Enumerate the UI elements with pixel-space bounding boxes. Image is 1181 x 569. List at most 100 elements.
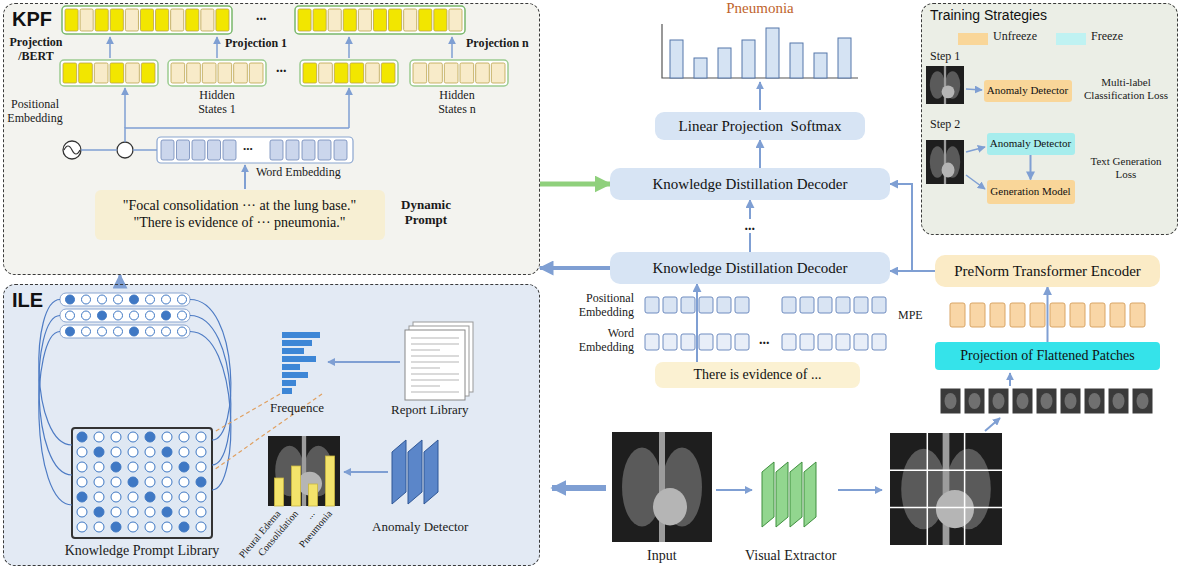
prompt-token bbox=[82, 311, 91, 320]
arrow-line bbox=[328, 361, 400, 363]
vector-outline bbox=[60, 60, 158, 86]
heart-shape bbox=[942, 162, 955, 177]
patch-grid bbox=[964, 433, 966, 545]
embedding-label: Positional Embedding bbox=[2, 98, 68, 126]
patch-detail bbox=[1113, 393, 1125, 409]
probability-bar bbox=[292, 466, 301, 506]
prompt-token bbox=[130, 295, 139, 304]
prompt-token bbox=[146, 311, 155, 320]
network-layer bbox=[762, 462, 774, 527]
embedding-cell bbox=[699, 297, 713, 313]
embedding-cell bbox=[302, 140, 315, 160]
positional-symbol bbox=[63, 141, 81, 159]
box-label: Generation Model bbox=[990, 185, 1070, 198]
arrow-line bbox=[966, 175, 985, 189]
prompt-token bbox=[178, 295, 187, 304]
position-embedding-cell bbox=[1010, 303, 1025, 327]
step-label: Step 2 bbox=[930, 118, 960, 132]
prompt-token bbox=[179, 477, 189, 487]
box-label: PreNorm Transformer Encoder bbox=[954, 262, 1141, 280]
position-embedding-cell bbox=[1050, 303, 1065, 327]
selection-curve bbox=[190, 316, 231, 466]
projection-label: Projection n bbox=[466, 37, 529, 51]
embedding-cell bbox=[735, 334, 749, 350]
prompt-token bbox=[111, 432, 121, 442]
encoder-box: PreNorm Transformer Encoder bbox=[935, 255, 1160, 287]
decoder-box: Knowledge Distillation Decoder bbox=[610, 252, 890, 284]
prompt-token bbox=[179, 492, 189, 502]
legend-swatch bbox=[958, 33, 988, 45]
ellipsis: ... bbox=[256, 8, 267, 24]
report-line bbox=[411, 356, 459, 357]
vector-cell bbox=[460, 63, 474, 83]
embedding-label: Word Embedding bbox=[256, 166, 341, 180]
frequency-bar bbox=[282, 388, 292, 394]
embedding-cell bbox=[699, 334, 713, 350]
prompt-token bbox=[128, 492, 138, 502]
xray-image bbox=[926, 140, 964, 184]
report-line bbox=[411, 380, 459, 381]
embedding-cell bbox=[318, 140, 331, 160]
vector-cell bbox=[234, 63, 248, 83]
vector-cell bbox=[80, 9, 93, 31]
vector-cell bbox=[444, 63, 458, 83]
prompt-token bbox=[94, 477, 104, 487]
report-line bbox=[411, 368, 440, 369]
vector-cell bbox=[334, 63, 348, 83]
position-embedding-cell bbox=[990, 303, 1005, 327]
arrow-line bbox=[344, 471, 388, 473]
embedding-label: Word Embedding bbox=[558, 327, 634, 355]
vector-cell bbox=[218, 63, 232, 83]
prompt-token bbox=[145, 432, 155, 442]
embedding-cell bbox=[782, 297, 796, 313]
patch-grid bbox=[927, 433, 929, 545]
chart-axis bbox=[662, 24, 858, 78]
image-patch bbox=[1036, 388, 1057, 414]
patch-detail bbox=[1065, 393, 1077, 409]
network-layer bbox=[408, 440, 422, 504]
prompt-token bbox=[145, 477, 155, 487]
vector-cell bbox=[202, 63, 216, 83]
panel-title: ILE bbox=[12, 288, 531, 312]
box-label: Anomaly Detector bbox=[987, 84, 1069, 97]
image-patch bbox=[940, 388, 961, 414]
prompt-token bbox=[94, 522, 104, 532]
prompt-token bbox=[196, 462, 206, 472]
projection-label: Projection /BERT bbox=[6, 36, 66, 64]
arrow-line bbox=[716, 489, 752, 491]
vector-cell bbox=[476, 63, 490, 83]
vector-cell bbox=[373, 9, 386, 31]
arrow-line bbox=[124, 88, 126, 128]
hidden-states-label: Hidden States n bbox=[425, 89, 489, 117]
vector-outline bbox=[168, 60, 266, 86]
embedding-cell bbox=[800, 297, 814, 313]
patch-detail bbox=[969, 393, 981, 409]
position-embedding-cell bbox=[970, 303, 985, 327]
vector-cell bbox=[79, 63, 93, 83]
prompt-token bbox=[111, 447, 121, 457]
vector-cell bbox=[358, 9, 371, 31]
report-line bbox=[411, 344, 459, 345]
selection-curve bbox=[190, 300, 231, 441]
chart-bar bbox=[670, 40, 683, 78]
panel-ground bbox=[3, 3, 540, 275]
connector-arrow bbox=[890, 184, 935, 271]
prompt-token bbox=[111, 507, 121, 517]
patch-detail bbox=[1137, 393, 1149, 409]
prompt-token bbox=[94, 507, 104, 517]
panel-ground bbox=[921, 3, 1178, 235]
vector-outline bbox=[295, 6, 465, 34]
prompt-token bbox=[77, 522, 87, 532]
module-box: Anomaly Detector bbox=[987, 133, 1075, 155]
selection-curve bbox=[39, 332, 72, 506]
prompt-token bbox=[77, 447, 87, 457]
chart-bar bbox=[838, 38, 851, 78]
leader-line bbox=[125, 128, 349, 142]
arrow-line bbox=[348, 88, 350, 128]
spine-shape bbox=[659, 432, 665, 542]
box-label: Knowledge Distillation Decoder bbox=[653, 175, 848, 193]
report-line bbox=[411, 392, 459, 393]
prompt-token bbox=[77, 507, 87, 517]
embedding-cell bbox=[192, 140, 205, 160]
